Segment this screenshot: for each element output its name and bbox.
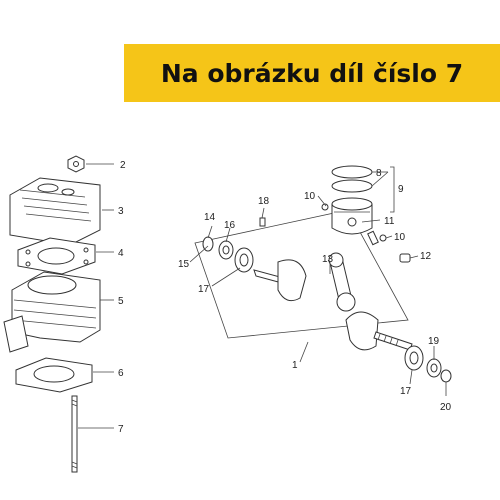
callout-1: 1 (292, 360, 298, 371)
callout-12: 12 (420, 251, 432, 262)
head-gasket (17, 237, 96, 275)
callout-18: 18 (258, 196, 270, 207)
bearing-left-outer (234, 247, 254, 273)
needle-bearing-small (399, 253, 411, 263)
woodruff-key (259, 217, 266, 227)
crankshaft (253, 259, 413, 351)
cylinder (3, 271, 101, 353)
highlight-banner: Na obrázku díl číslo 7 (124, 44, 500, 102)
base-gasket (15, 357, 93, 393)
callout-9: 9 (398, 184, 404, 195)
piston-clip-left (321, 203, 329, 211)
callout-13: 13 (322, 254, 334, 265)
callout-17-right: 17 (400, 386, 412, 397)
cylinder-head (9, 177, 101, 246)
callout-20: 20 (440, 402, 452, 413)
banner-text: Na obrázku díl číslo 7 (160, 58, 464, 88)
callout-3: 3 (118, 206, 124, 217)
callout-5: 5 (118, 296, 124, 307)
callout-16: 16 (224, 220, 236, 231)
callout-7: 7 (118, 424, 124, 435)
cylinder-head-nut (67, 155, 85, 173)
callout-14: 14 (204, 212, 216, 223)
piston (331, 197, 373, 235)
callout-10-right: 10 (394, 232, 406, 243)
right-callout-lines (189, 166, 447, 396)
piston-pin (367, 230, 379, 246)
callout-11: 11 (384, 216, 395, 227)
callout-8: 8 (376, 168, 382, 179)
callout-2: 2 (120, 160, 126, 171)
washer-right (440, 369, 452, 383)
bearing-right (404, 345, 424, 371)
assembly-frame (194, 209, 409, 339)
bearing-left (218, 240, 234, 260)
callout-4: 4 (118, 248, 124, 259)
connecting-rod (328, 252, 356, 312)
callout-6: 6 (118, 368, 124, 379)
oil-seal-right (426, 358, 442, 378)
piston-rings (331, 165, 373, 193)
callout-19: 19 (428, 336, 440, 347)
callout-17-left: 17 (198, 284, 210, 295)
callout-10-left: 10 (304, 191, 316, 202)
stud-bolt (71, 395, 78, 473)
left-callout-lines (78, 163, 114, 429)
callout-15: 15 (178, 259, 190, 270)
piston-clip-right (379, 234, 387, 242)
